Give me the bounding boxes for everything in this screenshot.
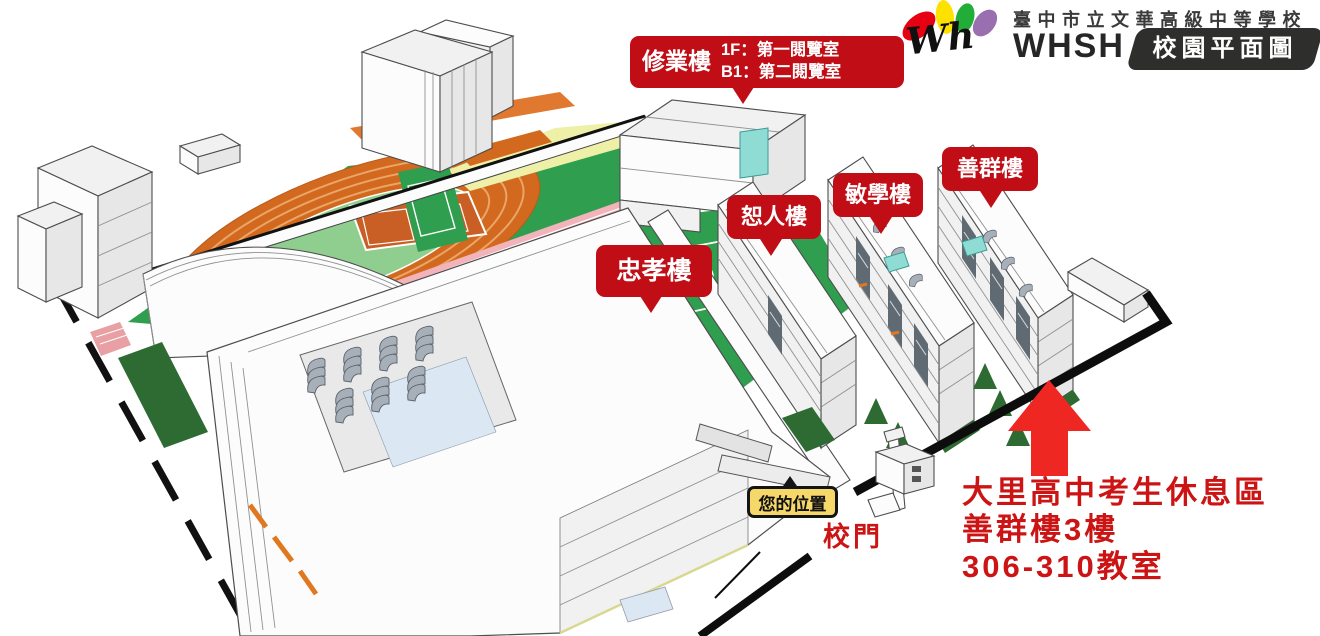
- map-title: 校園平面圖: [1152, 35, 1298, 62]
- map-title-badge: 校園平面圖: [1125, 28, 1320, 70]
- whsh-flower-logo: [902, 0, 998, 41]
- petal-red: [902, 11, 936, 41]
- annotation-line-1: 大里高中考生休息區: [962, 475, 1268, 510]
- petal-yellow: [935, 0, 955, 34]
- courtyard: [299, 301, 517, 473]
- label-minxue-building: 敏學樓: [833, 173, 923, 234]
- orange-edge-marks: [247, 503, 319, 596]
- annotation-line-3: 306-310教室: [962, 549, 1165, 584]
- orange-path: [458, 130, 552, 166]
- building-name: 恕人樓: [740, 203, 807, 229]
- front-facade: [559, 429, 749, 635]
- bleacher-pink: [90, 322, 131, 356]
- reading-room-1f: 1F：第一閱覽室: [721, 41, 840, 60]
- label-zhongxiao-building: 忠孝樓: [596, 245, 712, 314]
- building-name: 忠孝樓: [616, 257, 692, 285]
- red-arrow: [1008, 380, 1091, 476]
- walkway-canopy: [695, 423, 773, 463]
- minxue-building: [827, 156, 975, 445]
- rest-area-annotation: 大里高中考生休息區 善群樓3樓 306-310教室: [962, 474, 1320, 585]
- school-abbreviation: WHSH: [1013, 27, 1125, 65]
- xiuye-building: [618, 99, 807, 233]
- glass-elevator: [739, 127, 769, 179]
- label-shuren-building: 恕人樓: [727, 195, 821, 256]
- petal-green: [955, 3, 975, 33]
- school-gate-structure: [867, 426, 936, 518]
- reading-room-b1: B1：第二閱覽室: [721, 63, 842, 81]
- east-annex: [1066, 257, 1150, 323]
- petal-purple: [972, 9, 998, 37]
- stairwells: [856, 236, 928, 387]
- school-name: 臺中市立文華高級中等學校: [1013, 10, 1307, 30]
- building-name: 修業樓: [642, 48, 711, 75]
- annotation-line-2: 善群樓3樓: [962, 512, 1119, 547]
- zhongxiao-building: [206, 207, 831, 636]
- front-boundary: [697, 290, 1173, 636]
- building-name: 善群樓: [956, 155, 1023, 181]
- north-tower: [360, 19, 515, 173]
- school-gate-label: 校門: [823, 522, 883, 552]
- label-shanqun-building: 善群樓: [942, 147, 1038, 208]
- your-location-text: 您的位置: [758, 494, 827, 514]
- west-buildings: [16, 145, 154, 319]
- logo-script: Wh: [903, 12, 977, 64]
- label-xiuye-building: 修業樓 1F：第一閱覽室 B1：第二閱覽室: [630, 36, 904, 105]
- your-location-tag: 您的位置: [747, 476, 838, 518]
- building-name: 敏學樓: [844, 181, 911, 207]
